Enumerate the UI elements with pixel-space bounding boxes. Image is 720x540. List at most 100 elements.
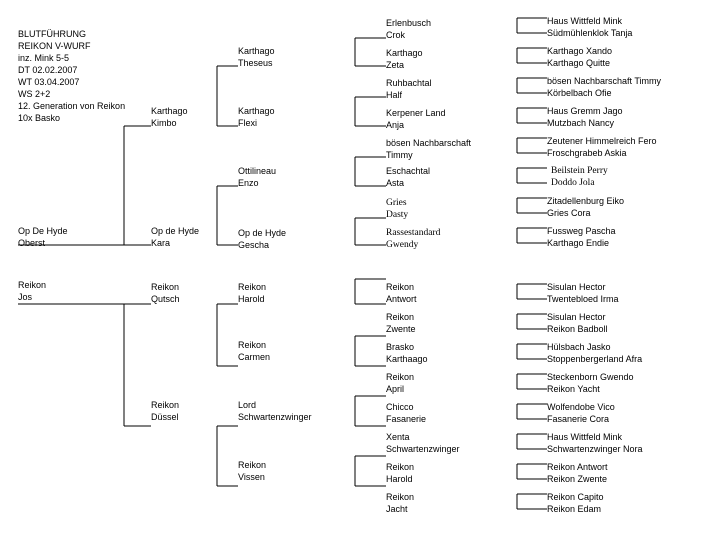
gen5-pair-11: Hülsbach Jasko Stoppenbergerland Afra bbox=[547, 341, 642, 365]
header-inbreeding: inz. Mink 5-5 bbox=[18, 53, 70, 63]
dog-kennel: Eschachtal bbox=[386, 166, 431, 176]
gen4-ancestor-4: Kerpener Land Anja bbox=[386, 107, 446, 131]
gen4-ancestor-7: Gries Dasty bbox=[386, 197, 408, 221]
dog-kennel: Reikon bbox=[238, 282, 267, 292]
dog-name: Harold bbox=[238, 294, 265, 304]
dog-kennel: Reikon bbox=[151, 282, 180, 292]
dog-name: Theseus bbox=[238, 58, 273, 68]
dog-name: Dasty bbox=[386, 210, 409, 220]
dog-kennel: Reikon bbox=[238, 460, 267, 470]
great-grandparent-3: Ottilineau Enzo bbox=[238, 165, 276, 189]
dog-dam: Karthago Quitte bbox=[547, 58, 611, 68]
dog-kennel: Ottilineau bbox=[238, 166, 277, 176]
gen5-pair-16: Reikon Capito Reikon Edam bbox=[547, 491, 604, 515]
great-grandparent-8: Reikon Vissen bbox=[238, 459, 266, 483]
dog-kennel: Op de Hyde bbox=[238, 228, 287, 238]
grandparent-2: Op de Hyde Kara bbox=[151, 225, 199, 249]
great-grandparent-4: Op de Hyde Gescha bbox=[238, 227, 286, 251]
dog-dam: Fasanerie Cora bbox=[547, 414, 610, 424]
gen4-ancestor-12: Reikon April bbox=[386, 371, 414, 395]
dog-kennel: Reikon bbox=[386, 462, 415, 472]
gen5-pair-5: Zeutener Himmelreich Fero Froschgrabeb A… bbox=[547, 135, 657, 159]
dog-name: Qutsch bbox=[151, 294, 180, 304]
dog-sire: Haus Wittfeld Mink bbox=[547, 16, 623, 26]
dog-kennel: Reikon bbox=[386, 372, 415, 382]
dog-name: Gwendy bbox=[386, 240, 419, 250]
gen4-ancestor-6: Eschachtal Asta bbox=[386, 165, 430, 189]
dog-dam: Reikon Zwente bbox=[547, 474, 608, 484]
dog-sire: bösen Nachbarschaft Timmy bbox=[547, 76, 662, 86]
litter-info-header: BLUTFÜHRUNG REIKON V-WURF inz. Mink 5-5 … bbox=[18, 28, 125, 124]
dog-kennel: Chicco bbox=[386, 402, 414, 412]
dog-kennel: Reikon bbox=[18, 280, 47, 290]
gen5-pair-10: Sisulan Hector Reikon Badboll bbox=[547, 311, 608, 335]
dam: Reikon Jos bbox=[18, 279, 46, 303]
dog-name: Kimbo bbox=[151, 118, 177, 128]
dog-sire: Haus Gremm Jago bbox=[547, 106, 623, 116]
grandparent-3: Reikon Qutsch bbox=[151, 281, 180, 305]
gen5-pair-13: Wolfendobe Vico Fasanerie Cora bbox=[547, 401, 615, 425]
dog-sire: Sisulan Hector bbox=[547, 282, 606, 292]
gen4-ancestor-16: Reikon Jacht bbox=[386, 491, 414, 515]
dog-dam: Stoppenbergerland Afra bbox=[547, 354, 643, 364]
dog-name: Zwente bbox=[386, 324, 416, 334]
dog-sire: Reikon Antwort bbox=[547, 462, 608, 472]
dog-sire: Fussweg Pascha bbox=[547, 226, 616, 236]
dog-kennel: Op de Hyde bbox=[151, 226, 200, 236]
great-grandparent-1: Karthago Theseus bbox=[238, 45, 275, 69]
dog-sire: Zitadellenburg Eiko bbox=[547, 196, 625, 206]
dog-name: Enzo bbox=[238, 178, 259, 188]
dog-kennel: Kerpener Land bbox=[386, 108, 446, 118]
gen5-pair-8: Fussweg Pascha Karthago Endie bbox=[547, 225, 616, 249]
gen4-ancestor-15: Reikon Harold bbox=[386, 461, 414, 485]
dog-kennel: Reikon bbox=[386, 282, 415, 292]
dog-name: Harold bbox=[386, 474, 413, 484]
dog-kennel: Karthago bbox=[386, 48, 423, 58]
dog-sire: Hülsbach Jasko bbox=[547, 342, 611, 352]
gen4-ancestor-8: Rassestandard Gwendy bbox=[386, 227, 440, 251]
dog-kennel: Reikon bbox=[386, 312, 415, 322]
dog-kennel: Reikon bbox=[151, 400, 180, 410]
dog-dam: Gries Cora bbox=[547, 208, 591, 218]
gen4-ancestor-13: Chicco Fasanerie bbox=[386, 401, 426, 425]
header-title: BLUTFÜHRUNG bbox=[18, 29, 87, 39]
dog-sire: Zeutener Himmelreich Fero bbox=[547, 136, 657, 146]
gen5-pair-12: Steckenborn Gwendo Reikon Yacht bbox=[547, 371, 634, 395]
dog-dam: Karthago Endie bbox=[547, 238, 610, 248]
dog-name: Antwort bbox=[386, 294, 417, 304]
dog-kennel: Op De Hyde bbox=[18, 226, 68, 236]
gen5-pair-15: Reikon Antwort Reikon Zwente bbox=[547, 461, 608, 485]
dog-kennel: Lord bbox=[238, 400, 257, 410]
gen4-ancestor-9: Reikon Antwort bbox=[386, 281, 417, 305]
dog-name: Kara bbox=[151, 238, 171, 248]
dog-name: Schwartenzwinger bbox=[238, 412, 312, 422]
dog-kennel: Karthago bbox=[238, 106, 275, 116]
great-grandparent-2: Karthago Flexi bbox=[238, 105, 275, 129]
dog-sire: Reikon Capito bbox=[547, 492, 604, 502]
gen5-pair-2: Karthago Xando Karthago Quitte bbox=[547, 45, 612, 69]
dog-name: Schwartenzwinger bbox=[386, 444, 460, 454]
gen5-pair-14: Haus Wittfeld Mink Schwartenzwinger Nora bbox=[547, 431, 643, 455]
gen5-pair-3: bösen Nachbarschaft Timmy Körbelbach Ofi… bbox=[547, 75, 661, 99]
header-dt: DT 02.02.2007 bbox=[18, 65, 78, 75]
dog-kennel: Brasko bbox=[386, 342, 415, 352]
header-wt: WT 03.04.2007 bbox=[18, 77, 80, 87]
dog-kennel: Xenta bbox=[386, 432, 410, 442]
dog-dam: Twentebloed Irma bbox=[547, 294, 619, 304]
grandparent-1: Karthago Kimbo bbox=[151, 105, 188, 129]
dog-name: Gescha bbox=[238, 240, 270, 250]
gen4-ancestor-2: Karthago Zeta bbox=[386, 47, 423, 71]
dog-dam: Reikon Yacht bbox=[547, 384, 600, 394]
dog-kennel: Erlenbusch bbox=[386, 18, 432, 28]
dog-dam: Froschgrabeb Askia bbox=[547, 148, 627, 158]
dog-sire: Steckenborn Gwendo bbox=[547, 372, 634, 382]
dog-dam: Körbelbach Ofie bbox=[547, 88, 612, 98]
gen4-ancestor-3: Ruhbachtal Half bbox=[386, 77, 432, 101]
dog-name: Crok bbox=[386, 30, 406, 40]
gen4-ancestor-14: Xenta Schwartenzwinger bbox=[386, 431, 460, 455]
header-litter: REIKON V-WURF bbox=[18, 41, 91, 51]
dog-name: Vissen bbox=[238, 472, 265, 482]
dog-dam: Schwartenzwinger Nora bbox=[547, 444, 643, 454]
gen4-ancestor-5: bösen Nachbarschaft Timmy bbox=[386, 137, 471, 161]
